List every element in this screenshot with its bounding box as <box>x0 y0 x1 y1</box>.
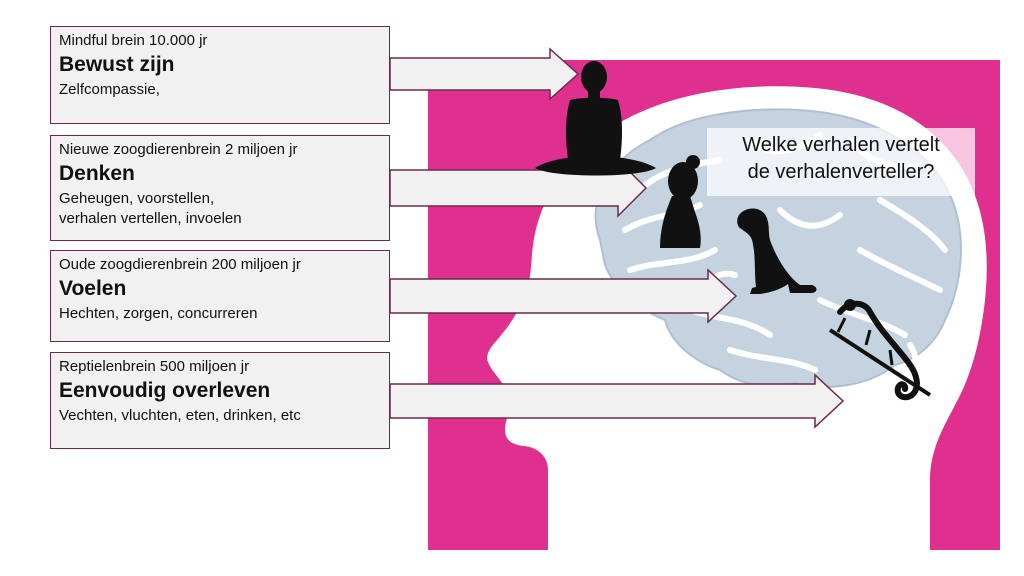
level-box-reptile: Reptielenbrein 500 miljoen jr Eenvoudig … <box>50 352 390 449</box>
level-title: Eenvoudig overleven <box>59 379 271 402</box>
level-box-old-mammal: Oude zoogdierenbrein 200 miljoen jr Voel… <box>50 250 390 342</box>
chameleon-icon <box>828 299 932 401</box>
dog-icon <box>737 208 817 294</box>
level-title: Voelen <box>59 277 127 300</box>
level-description: Vechten, vluchten, eten, drinken, etc <box>59 407 301 424</box>
arrows <box>389 47 845 429</box>
question-text-box: Welke verhalen vertelt de verhalenvertel… <box>707 128 975 196</box>
woman-bust-icon <box>660 155 701 248</box>
level-description: Zelfcompassie, <box>59 81 160 98</box>
arrow-level-1 <box>389 47 580 101</box>
level-title: Bewust zijn <box>59 53 175 76</box>
arrow-level-4 <box>389 373 845 429</box>
level-title: Denken <box>59 162 135 185</box>
level-description: verhalen vertellen, invoelen <box>59 210 242 227</box>
level-description: Geheugen, voorstellen, <box>59 190 215 207</box>
level-subtitle: Oude zoogdierenbrein 200 miljoen jr <box>59 256 301 273</box>
level-subtitle: Reptielenbrein 500 miljoen jr <box>59 358 250 375</box>
question-line-1: Welke verhalen vertelt <box>742 134 940 156</box>
level-subtitle: Nieuwe zoogdierenbrein 2 miljoen jr <box>59 141 298 158</box>
level-subtitle: Mindful brein 10.000 jr <box>59 32 208 49</box>
question-line-2: de verhalenverteller? <box>747 161 935 183</box>
meditating-person-icon <box>535 61 656 176</box>
level-description: Hechten, zorgen, concurreren <box>59 305 258 322</box>
level-box-mindful: Mindful brein 10.000 jr Bewust zijn Zelf… <box>50 26 390 124</box>
arrow-level-3 <box>389 268 738 324</box>
level-box-new-mammal: Nieuwe zoogdierenbrein 2 miljoen jr Denk… <box>50 135 390 241</box>
